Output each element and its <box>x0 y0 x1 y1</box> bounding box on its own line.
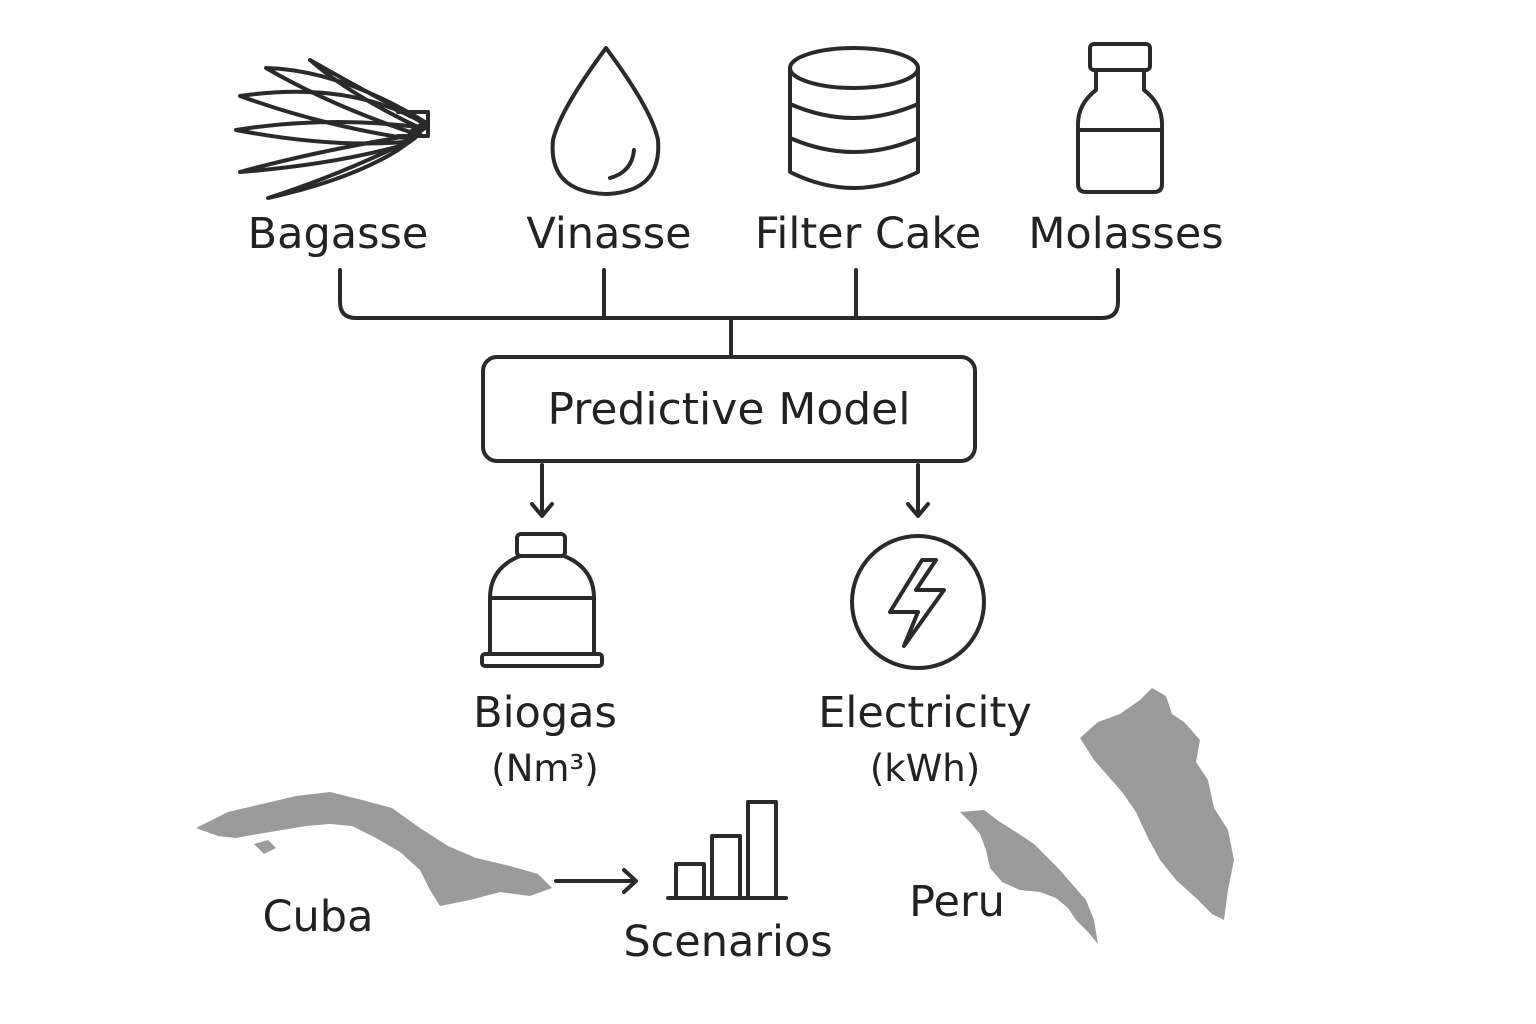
peru-map <box>1080 688 1234 920</box>
droplet-icon <box>550 46 661 196</box>
filter-cake-icon <box>788 46 920 190</box>
scenarios-label: Scenarios <box>623 917 833 967</box>
biogas-tank-icon <box>480 532 604 668</box>
bagasse-icon <box>234 58 430 200</box>
output-unit-electricity: (kWh) <box>869 747 981 790</box>
output-unit-biogas: (Nm³) <box>491 747 599 790</box>
input-label-vinasse: Vinasse <box>526 209 692 259</box>
molasses-bottle-icon <box>1076 42 1164 194</box>
arrow-to-biogas <box>530 463 554 518</box>
output-label-electricity: Electricity <box>818 688 1032 738</box>
input-connector <box>338 268 1120 357</box>
predictive-model-box: Predictive Model <box>481 355 977 463</box>
arrow-to-electricity <box>906 463 930 518</box>
lightning-icon <box>850 534 986 670</box>
cuba-to-scenarios-arrow <box>554 868 638 894</box>
region-label-peru: Peru <box>909 877 1005 927</box>
output-label-biogas: Biogas <box>473 688 617 738</box>
input-label-filter-cake: Filter Cake <box>754 209 982 259</box>
input-label-bagasse: Bagasse <box>247 209 429 259</box>
predictive-model-label: Predictive Model <box>547 383 911 435</box>
region-label-cuba: Cuba <box>262 892 374 942</box>
central-america-map <box>960 810 1098 944</box>
bar-chart-icon <box>666 800 788 900</box>
cuba-island-icon <box>254 840 276 854</box>
input-label-molasses: Molasses <box>1028 209 1224 259</box>
cuba-map <box>196 792 552 906</box>
